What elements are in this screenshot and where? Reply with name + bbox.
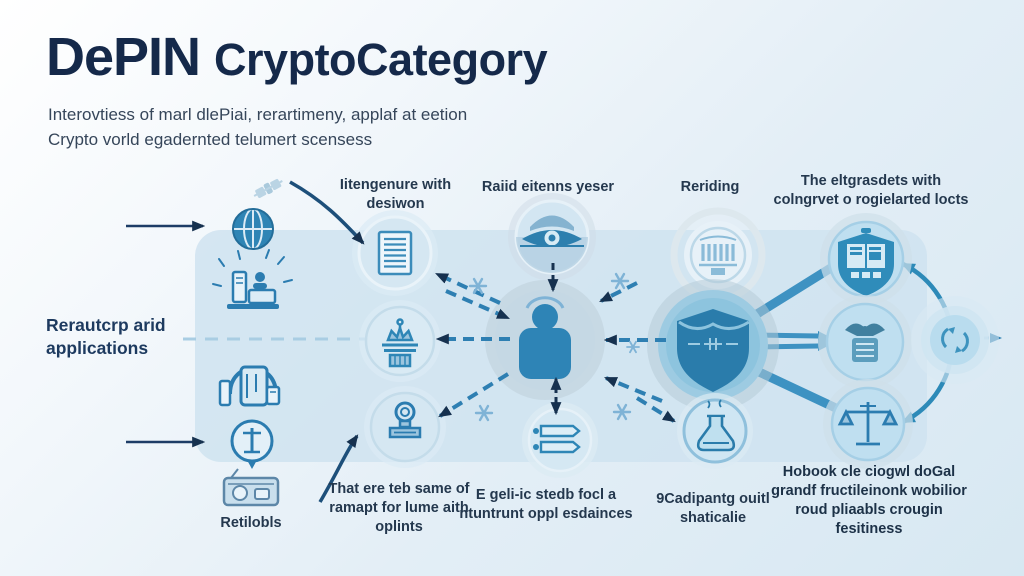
caption-rewards: Reriding [680,179,740,195]
subtitle-line-1: Interovtiess of marl dlePiai, rerartimen… [48,105,468,124]
caption-bottom-ledger: That ere teb same of ramapt for lume ait… [328,481,470,535]
eye-icon [520,215,584,247]
crown-badge [359,300,441,382]
flask-icon [696,399,736,452]
person-icon [519,296,571,379]
stamp-icon [388,401,422,439]
person-badge [485,280,605,400]
shield-screen-icon [838,228,894,296]
refresh-icon [941,327,969,353]
scale-icon [837,402,899,446]
eagle-box-badge [818,295,912,389]
caption-bottom-list: E geli-ic stedb focl a ntuntrunt oppl es… [459,487,633,522]
caption-oracle: Raiid eitenns yeser [481,179,615,195]
title-secondary: CryptoCategory [214,34,548,85]
caption-top-right: The eltgrasdets with colngrvet o rogiela… [773,173,969,208]
caption-bottom-flask: 9Cadipantg ouitl shaticalie [656,491,770,526]
device-caption: Retilobls [220,515,282,531]
title-primary: DePIN [46,27,201,87]
document-badge [352,210,438,296]
shield-rays [752,261,845,415]
oracle-badge [508,193,596,281]
radial-dashed-arrows [435,263,676,423]
document-icon [377,230,413,276]
compass-icon [230,419,274,469]
refresh-badge [911,296,999,384]
jar-icon [218,365,281,407]
satellite-icon [253,178,283,198]
eagle-box-icon [845,323,885,362]
devices-icon [212,249,293,309]
shield-screen-badge [820,213,912,305]
caption-bottom-right: Hobook cle ciogwl doGal grandf fructilei… [771,464,967,537]
subtitle: Interovtiess of marl dlePiai, rerartimen… [48,103,467,152]
sidebar-section-label: Rerautcrp arid applications [46,315,166,358]
shield-badge [647,279,779,411]
shield-icon [677,309,750,392]
page-title: DePIN CryptoCategory [46,26,548,88]
list-icon [533,424,581,454]
stamp-badge [364,386,446,468]
caption-ledger: Iitengenure with desiwon [339,177,452,212]
radio-icon [222,468,280,507]
globe-icon [232,208,274,250]
flask-badge [677,393,753,469]
subtitle-line-2: Crypto vorld egadernted telumert scenses… [48,129,373,149]
curve-arrow-to-document [289,180,365,245]
scale-badge [823,379,913,469]
curve-arrow-to-stamp [318,434,359,503]
list-badge [522,402,598,478]
crown-podium-icon [382,318,418,368]
bank-icon [699,235,737,275]
